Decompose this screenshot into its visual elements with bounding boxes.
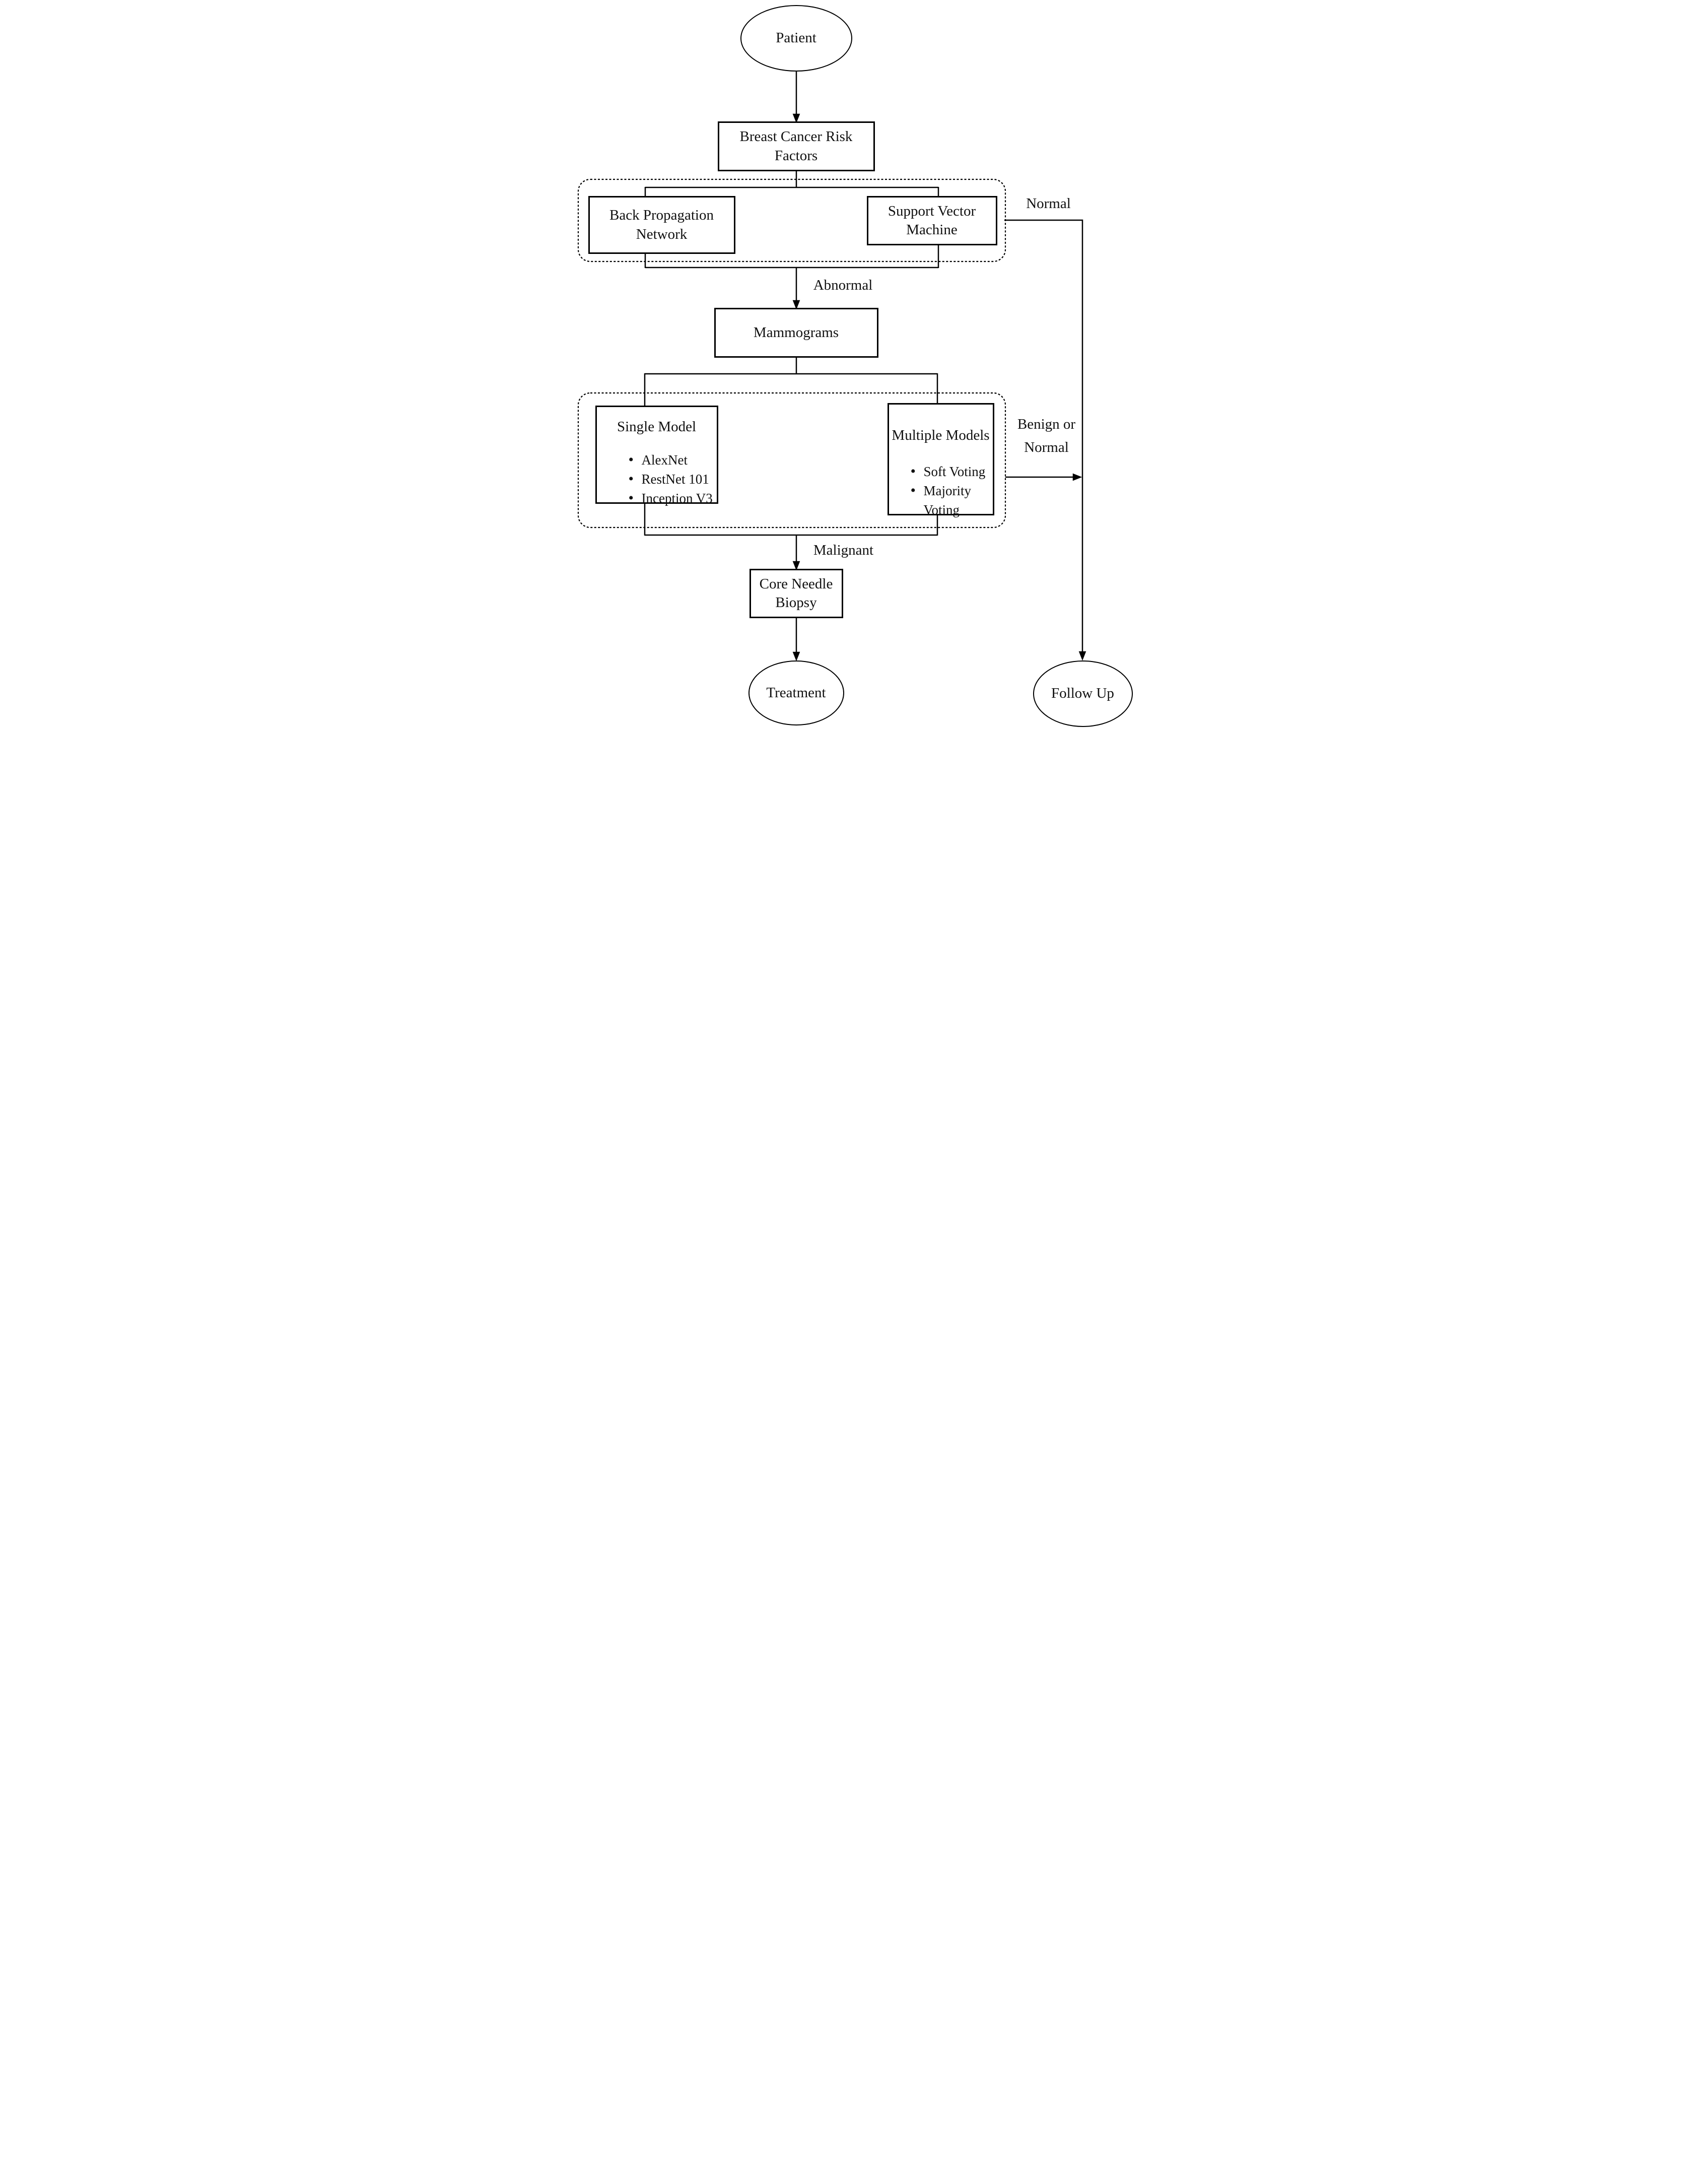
list-item: Soft Voting <box>911 462 991 481</box>
node-back-propagation-network: Back Propagation Network <box>588 196 735 254</box>
arrowhead-right-icon <box>1072 473 1082 481</box>
node-patient: Patient <box>740 5 852 72</box>
list-item: Inception V3 <box>629 489 717 508</box>
edge-label-abnormal: Abnormal <box>813 277 873 293</box>
dashed-container-mammogram-models <box>577 392 1006 528</box>
node-label: Follow Up <box>1051 685 1114 702</box>
edge-label-benign-or-normal: Benign or Normal <box>1017 416 1076 455</box>
node-treatment: Treatment <box>748 660 844 725</box>
arrowhead-down-icon <box>792 651 800 661</box>
arrowhead-down-icon <box>792 561 800 571</box>
node-label: Treatment <box>766 684 826 701</box>
node-label: Core Needle Biopsy <box>759 575 833 611</box>
arrowhead-down-icon <box>792 300 800 310</box>
node-risk-factors: Breast Cancer Risk Factors <box>717 121 875 171</box>
edge-label-malignant: Malignant <box>813 542 874 558</box>
arrowhead-down-icon <box>1078 651 1086 661</box>
edge-label-normal: Normal <box>1026 195 1071 212</box>
node-support-vector-machine: Support Vector Machine <box>866 196 997 245</box>
node-multiple-models: Multiple Models Soft Voting Majority Vot… <box>887 403 994 517</box>
node-label: Back Propagation Network <box>609 207 714 242</box>
arrowhead-down-icon <box>792 113 800 123</box>
list-item: Majority Voting <box>911 481 991 519</box>
node-title: Single Model <box>617 419 697 435</box>
node-label: Patient <box>776 30 816 46</box>
node-core-needle-biopsy: Core Needle Biopsy <box>749 569 843 618</box>
list-item: RestNet 101 <box>629 470 717 489</box>
node-title: Multiple Models <box>892 427 990 443</box>
flowchart-canvas: Patient Breast Cancer Risk Factors Back … <box>568 0 1136 728</box>
node-label: Support Vector Machine <box>888 203 976 238</box>
node-label: Mammograms <box>753 324 839 341</box>
multiple-models-list: Soft Voting Majority Voting <box>911 462 991 519</box>
node-label: Breast Cancer Risk Factors <box>739 128 853 164</box>
edge-normal-to-follow-up <box>1004 219 1083 652</box>
edges-layer <box>577 72 1086 661</box>
list-item: AlexNet <box>629 450 717 470</box>
single-model-list: AlexNet RestNet 101 Inception V3 <box>629 450 717 508</box>
node-follow-up: Follow Up <box>1033 660 1133 727</box>
node-mammograms: Mammograms <box>714 308 878 358</box>
node-single-model: Single Model AlexNet RestNet 101 Incepti… <box>595 406 718 508</box>
